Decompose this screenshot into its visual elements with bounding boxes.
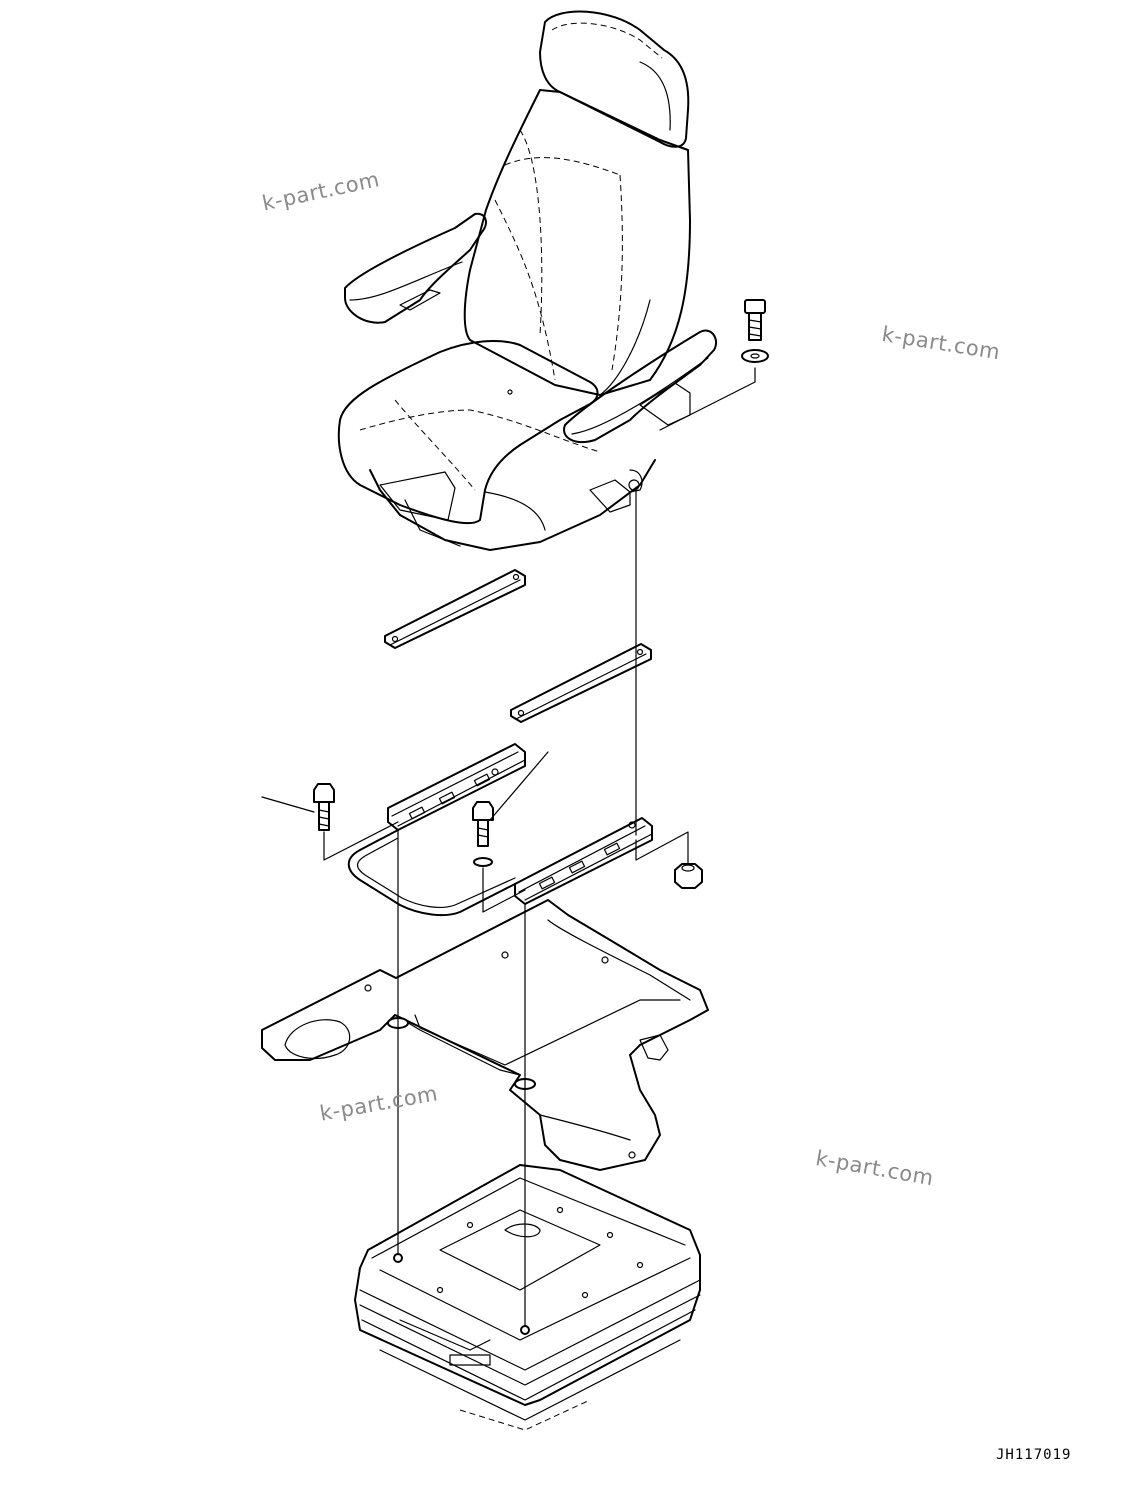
headrest [539,10,690,148]
mounting-frame [261,899,709,1171]
lower-bolt-left [313,783,335,831]
upper-washer [741,349,769,363]
callout-leader-center [489,751,549,821]
slide-adjust-bar [347,829,516,917]
callout-leader-left [261,796,315,813]
lower-bolt-center [472,801,494,867]
right-armrest [563,329,718,444]
left-armrest [344,212,487,324]
upper-mounting-bolt [744,299,766,341]
seat-assembly [337,10,718,551]
backrest [463,89,691,396]
slide-rail-right [514,817,653,905]
seat-cushion [337,339,599,525]
shim-plate-right [510,643,652,723]
shim-plate-left [384,569,526,649]
slide-rail-left [387,743,526,831]
suspension-base [354,1164,701,1431]
drawing-number: JH117019 [996,1447,1072,1463]
lower-nut [674,863,703,889]
